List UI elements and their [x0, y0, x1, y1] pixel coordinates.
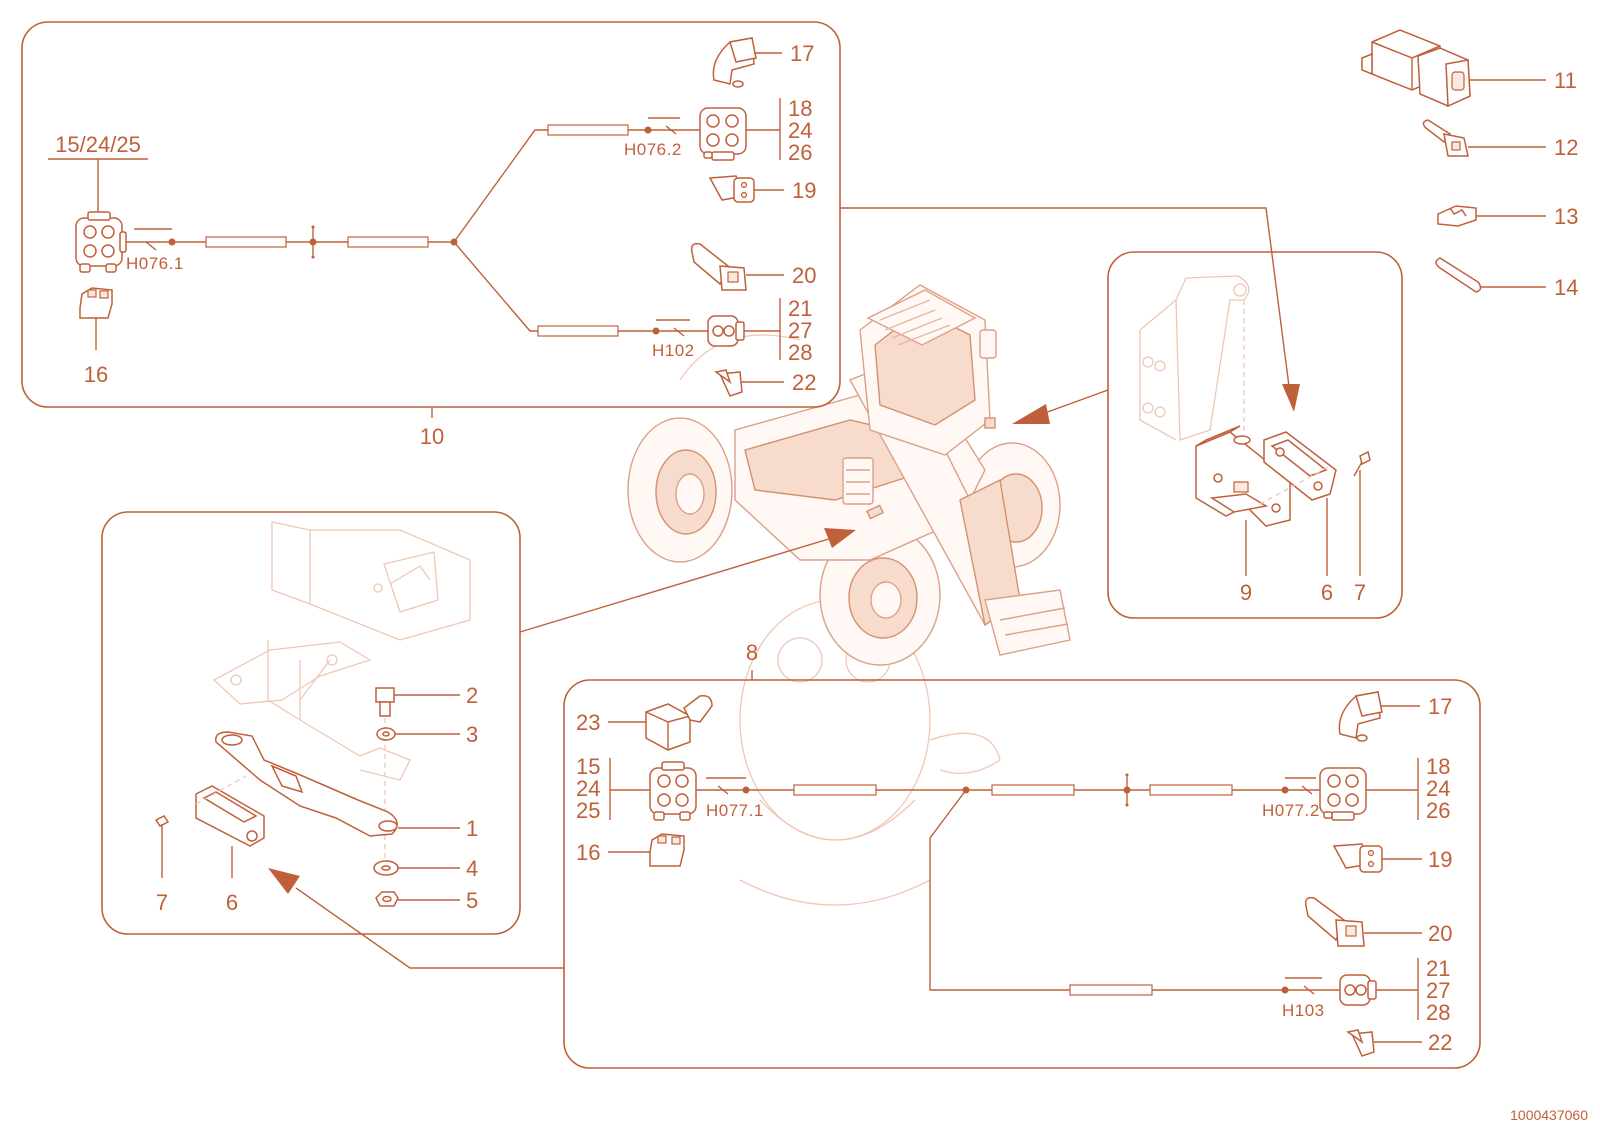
- callout-6-left: 6: [226, 890, 238, 915]
- callout-22-bottom: 22: [1428, 1030, 1452, 1055]
- callout-9: 9: [1240, 580, 1252, 605]
- label-h0762: H076.2: [624, 140, 682, 159]
- part-17-top: [712, 37, 782, 88]
- part-11: [1361, 29, 1546, 108]
- callout-14: 14: [1554, 275, 1578, 300]
- part-23: [608, 694, 713, 751]
- harness-bottom-wires: [696, 773, 1340, 996]
- part-20-bottom: [1304, 896, 1422, 947]
- callout-7-left: 7: [156, 890, 168, 915]
- part-16-bottom: [608, 833, 685, 867]
- connector-h103: [1339, 974, 1377, 1006]
- detail-right-frame: [1107, 251, 1403, 619]
- part-22-bottom: [1346, 1029, 1422, 1057]
- callout-17-bottom: 17: [1428, 694, 1452, 719]
- callout-5: 5: [466, 888, 478, 913]
- callout-10: 10: [420, 424, 444, 449]
- callout-3: 3: [466, 722, 478, 747]
- label-h0761: H076.1: [126, 254, 184, 273]
- callout-11: 11: [1554, 68, 1577, 93]
- harness-top-wires: [126, 124, 708, 337]
- callout-17-top: 17: [790, 41, 814, 66]
- callout-27-bottom: 27: [1426, 978, 1450, 1003]
- callout-28-top: 28: [788, 340, 812, 365]
- connector-h077-1: [649, 761, 697, 821]
- top-group-label: 15/24/25: [55, 132, 141, 157]
- callout-7-right: 7: [1354, 580, 1366, 605]
- callout-24-top: 24: [788, 118, 812, 143]
- document-reference: 1000437060: [1510, 1107, 1588, 1123]
- callout-28-bottom: 28: [1426, 1000, 1450, 1025]
- callout-4: 4: [466, 856, 478, 881]
- harness-top-frame: 10: [21, 21, 841, 449]
- callout-23: 23: [576, 710, 600, 735]
- part-19-top: [708, 175, 784, 203]
- pointer-arrows: [268, 207, 1300, 969]
- callout-20-top: 20: [792, 263, 816, 288]
- label-h102: H102: [652, 341, 695, 360]
- callout-8: 8: [746, 640, 758, 665]
- connector-h076-2: [699, 107, 747, 161]
- callout-19-bottom: 19: [1428, 847, 1452, 872]
- callout-24-bottom-left: 24: [576, 776, 600, 801]
- part-20-top: [690, 242, 784, 291]
- harness-bottom-frame: [563, 670, 1481, 1069]
- callout-25-bottom: 25: [576, 798, 600, 823]
- label-h0772: H077.2: [1262, 801, 1320, 820]
- part-22-top: [714, 369, 784, 397]
- label-h103: H103: [1282, 1001, 1325, 1020]
- part-13: [1437, 205, 1546, 227]
- part-17-bottom: [1338, 691, 1420, 742]
- callout-1: 1: [466, 816, 478, 841]
- callout-27-top: 27: [788, 318, 812, 343]
- part-14: [1435, 257, 1546, 293]
- telehandler-illustration: [627, 284, 1071, 906]
- callout-21-bottom: 21: [1426, 956, 1450, 981]
- callout-16-top: 16: [84, 362, 108, 387]
- callout-21-top: 21: [788, 296, 812, 321]
- callout-18-bottom: 18: [1426, 754, 1450, 779]
- callout-13: 13: [1554, 204, 1578, 229]
- connector-h077-2: [1319, 767, 1367, 821]
- connector-h102: [707, 315, 745, 347]
- callout-26-bottom: 26: [1426, 798, 1450, 823]
- part-16-top: [79, 287, 113, 350]
- callout-19-top: 19: [792, 178, 816, 203]
- callout-22-top: 22: [792, 370, 816, 395]
- connector-h076-1: [75, 211, 127, 273]
- label-h0771: H077.1: [706, 801, 764, 820]
- callout-24-bottom-right: 24: [1426, 776, 1450, 801]
- callout-2: 2: [466, 683, 478, 708]
- callout-6-right: 6: [1321, 580, 1333, 605]
- callout-20-bottom: 20: [1428, 921, 1452, 946]
- callout-16-bottom: 16: [576, 840, 600, 865]
- callout-26-top: 26: [788, 140, 812, 165]
- callout-18-top: 18: [788, 96, 812, 121]
- detail-left-frame: [101, 511, 521, 935]
- part-12: [1422, 119, 1546, 157]
- part-19-bottom: [1332, 843, 1422, 873]
- callout-12: 12: [1554, 135, 1578, 160]
- callout-15-bottom: 15: [576, 754, 600, 779]
